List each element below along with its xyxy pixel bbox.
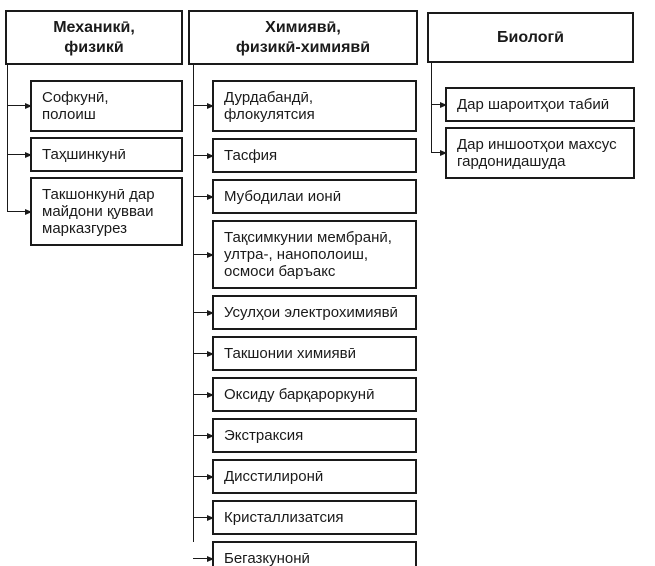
node-box: Тасфия [193,138,417,173]
arrow-right-icon [7,151,32,158]
node-label: Дар шароитҳои табиӣ [457,96,610,113]
arrow-right-icon [193,350,214,357]
arrow-right-icon [7,103,32,109]
arrow-right-icon [193,309,214,316]
column-items-biological: Дар шароитҳои табиӣ Дар иншоотҳои махсус… [431,87,635,179]
arrow-right-icon [193,193,214,200]
arrow-right-icon [193,103,214,109]
arrow-right-icon [193,432,214,439]
node-box: Софкунӣ, полоиш [7,80,183,132]
node-label: Такшонкунӣ дар майдони қувваи марказгуре… [42,186,155,237]
connector-line-mechanical [7,65,8,212]
arrow-right-icon [193,473,214,480]
arrow-right-icon [193,391,214,398]
column-items-mechanical: Софкунӣ, полоиш Таҳшинкунӣ Такшонкунӣ да… [7,80,183,246]
node-label: Тақсимкунии мембранӣ, ултра-, нанополоиш… [224,229,392,280]
arrow-right-icon [431,101,447,108]
node-label: Дурдабандӣ, флокулятсия [224,89,315,123]
node-box: Экстраксия [193,418,417,453]
arrow-right-icon [193,555,214,562]
node-box: Дар шароитҳои табиӣ [431,87,635,122]
node-label: Дар иншоотҳои махсус гардонидашуда [457,136,617,170]
column-header-chemical-physicochemical: Химиявӣ, физикӣ-химиявӣ [188,10,418,65]
node-label: Тасфия [224,147,278,164]
node-box: Кристаллизатсия [193,500,417,535]
node-box: Тақсимкунии мембранӣ, ултра-, нанополоиш… [193,220,417,289]
node-label: Оксиду барқароркунӣ [224,386,375,403]
node-label: Таҳшинкунӣ [42,146,126,163]
node-box: Оксиду барқароркунӣ [193,377,417,412]
node-label: Дисстилиронӣ [224,468,324,485]
node-box: Дисстилиронӣ [193,459,417,494]
node-label: Кристаллизатсия [224,509,344,526]
arrow-right-icon [431,150,447,156]
arrow-right-icon [193,251,214,258]
node-label: Усулҳои электрохимиявӣ [224,304,398,321]
node-label: Бегазкунонӣ [224,550,310,566]
node-box: Дурдабандӣ, флокулятсия [193,80,417,132]
node-box: Мубодилаи ионӣ [193,179,417,214]
node-box: Бегазкунонӣ [193,541,417,566]
column-header-mechanical-physical: Механикӣ, физикӣ [5,10,183,65]
arrow-right-icon [7,208,32,215]
connector-line-biological [431,63,432,153]
node-box: Усулҳои электрохимиявӣ [193,295,417,330]
node-label: Экстраксия [224,427,304,444]
node-label: Мубодилаи ионӣ [224,188,342,205]
node-label: Такшонии химиявӣ [224,345,357,362]
arrow-right-icon [193,152,214,159]
node-label: Софкунӣ, полоиш [42,89,109,123]
column-header-biological: Биологӣ [427,12,634,63]
node-box: Такшонии химиявӣ [193,336,417,371]
column-items-chemical: Дурдабандӣ, флокулятсия Тасфия Мубодилаи… [193,80,417,566]
node-box: Такшонкунӣ дар майдони қувваи марказгуре… [7,177,183,246]
node-box: Таҳшинкунӣ [7,137,183,172]
connector-line-chemical [193,65,194,542]
node-box: Дар иншоотҳои махсус гардонидашуда [431,127,635,179]
arrow-right-icon [193,514,214,521]
